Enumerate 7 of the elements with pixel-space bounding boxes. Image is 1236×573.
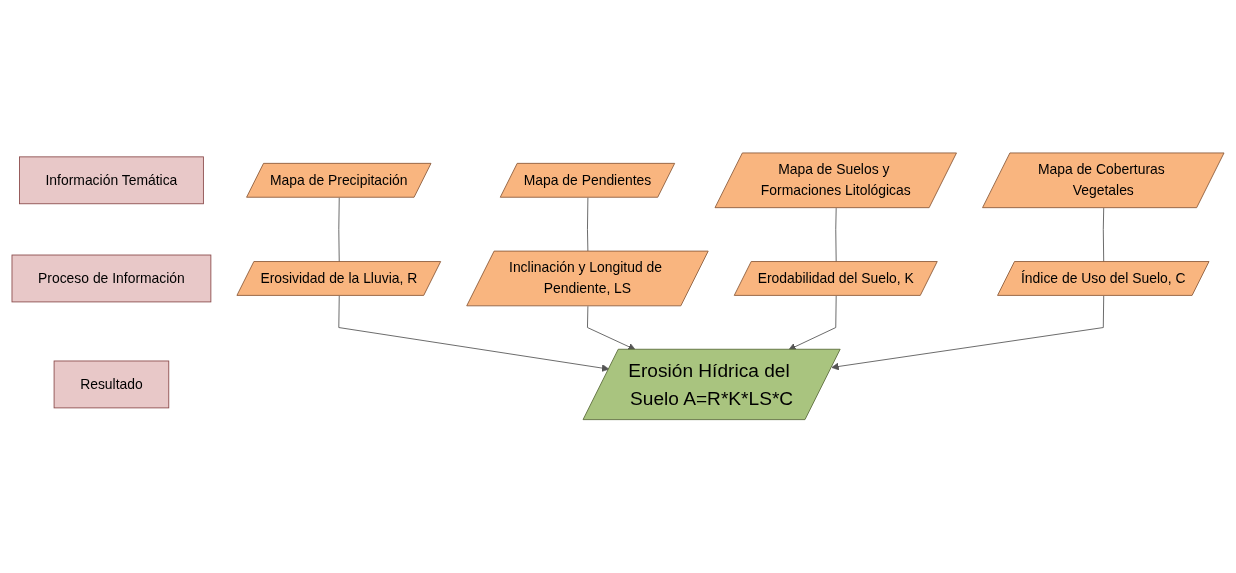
connector [1102, 207, 1105, 263]
connector [338, 197, 340, 263]
connector [835, 207, 837, 263]
node-box: Proceso de Información [11, 254, 212, 303]
node-box: Información Temática [19, 156, 204, 205]
connector [587, 197, 589, 253]
node-box: Resultado [53, 360, 170, 409]
